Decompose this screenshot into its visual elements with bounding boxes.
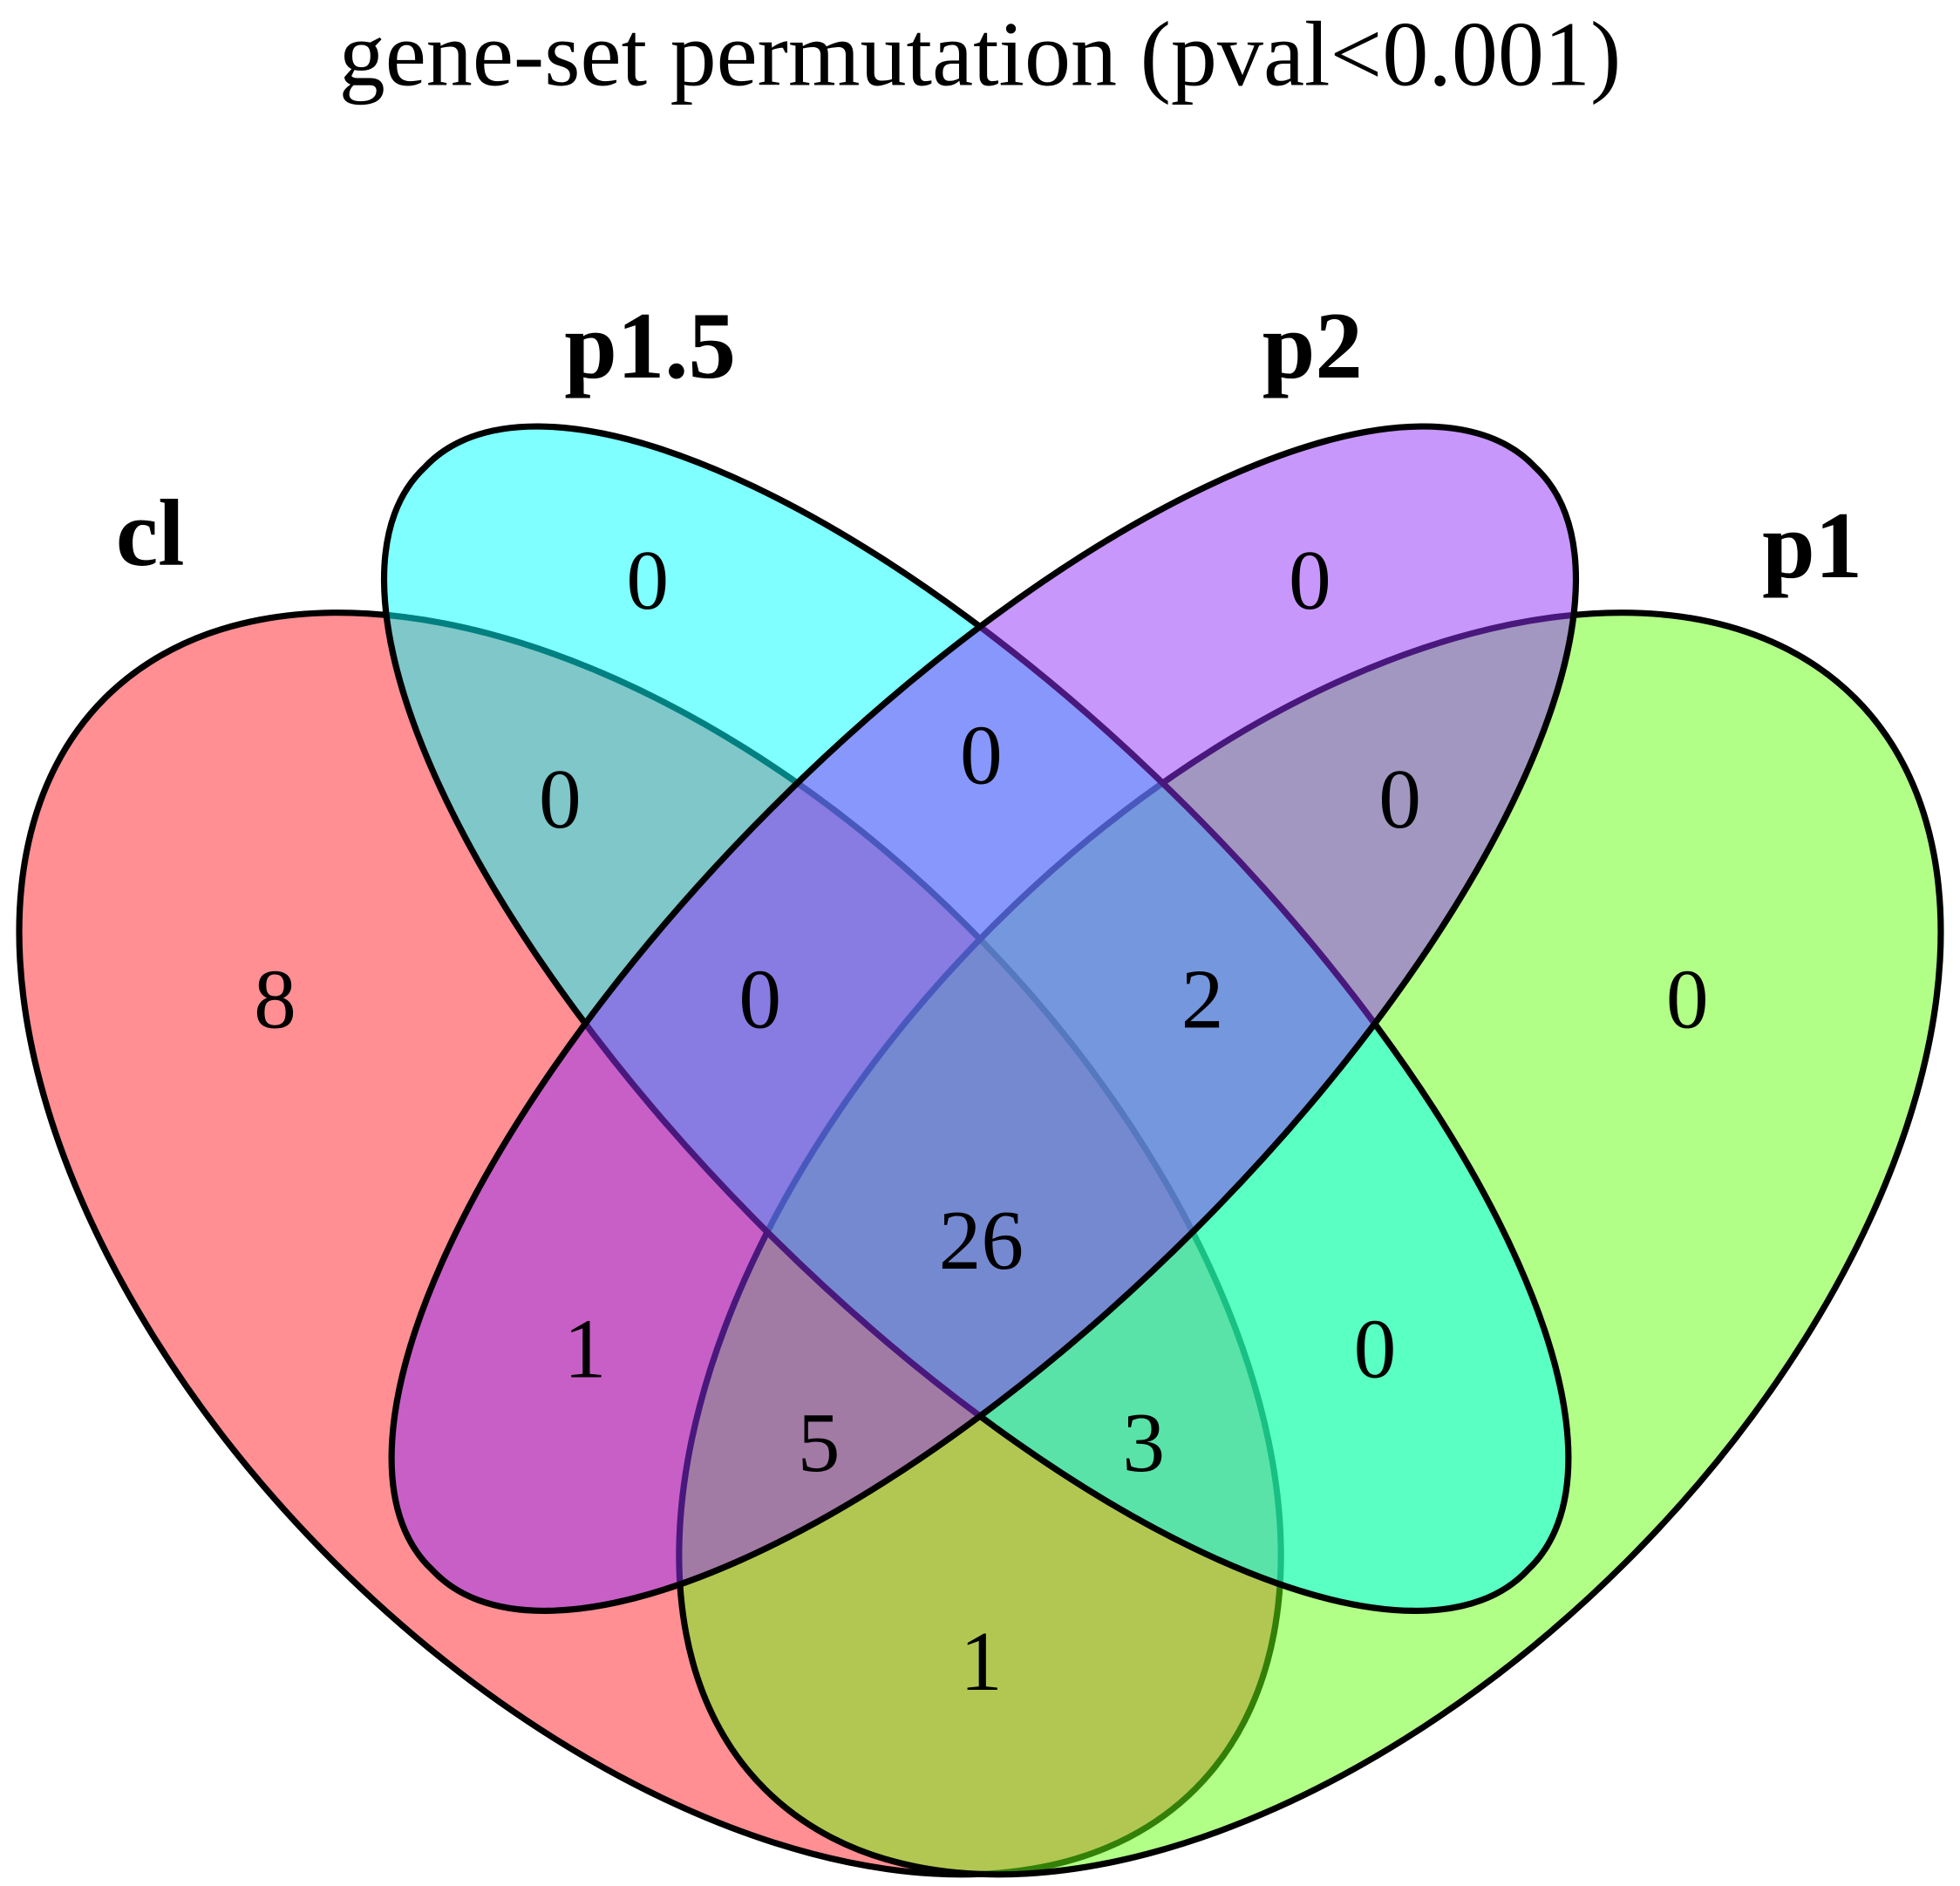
count-cl-p1.5: 0	[539, 752, 582, 847]
count-p1.5-p2-p1: 2	[1181, 952, 1224, 1046]
count-p2-p1: 0	[1378, 752, 1421, 847]
count-cl: 8	[254, 952, 296, 1046]
chart-title: gene-set permutation (pval<0.001)	[339, 2, 1622, 105]
count-p1.5: 0	[626, 534, 669, 628]
set-label-cl: cl	[116, 480, 185, 586]
count-all: 26	[939, 1194, 1024, 1288]
count-cl-p1: 1	[960, 1615, 1003, 1709]
set-label-p2: p2	[1262, 293, 1363, 398]
count-cl-p2: 1	[564, 1303, 607, 1397]
count-cl-p1.5-p1: 3	[1122, 1396, 1165, 1490]
count-cl-p1.5-p2: 0	[738, 952, 781, 1046]
count-p2: 0	[1289, 534, 1331, 628]
count-p1.5-p1: 0	[1354, 1303, 1397, 1397]
count-p1.5-p2: 0	[960, 709, 1003, 803]
ellipse-p2	[388, 423, 1580, 1614]
set-label-p1.5: p1.5	[564, 293, 736, 398]
count-p1: 0	[1666, 952, 1709, 1046]
count-cl-p2-p1: 5	[798, 1396, 840, 1490]
set-label-p1: p1	[1762, 493, 1862, 598]
